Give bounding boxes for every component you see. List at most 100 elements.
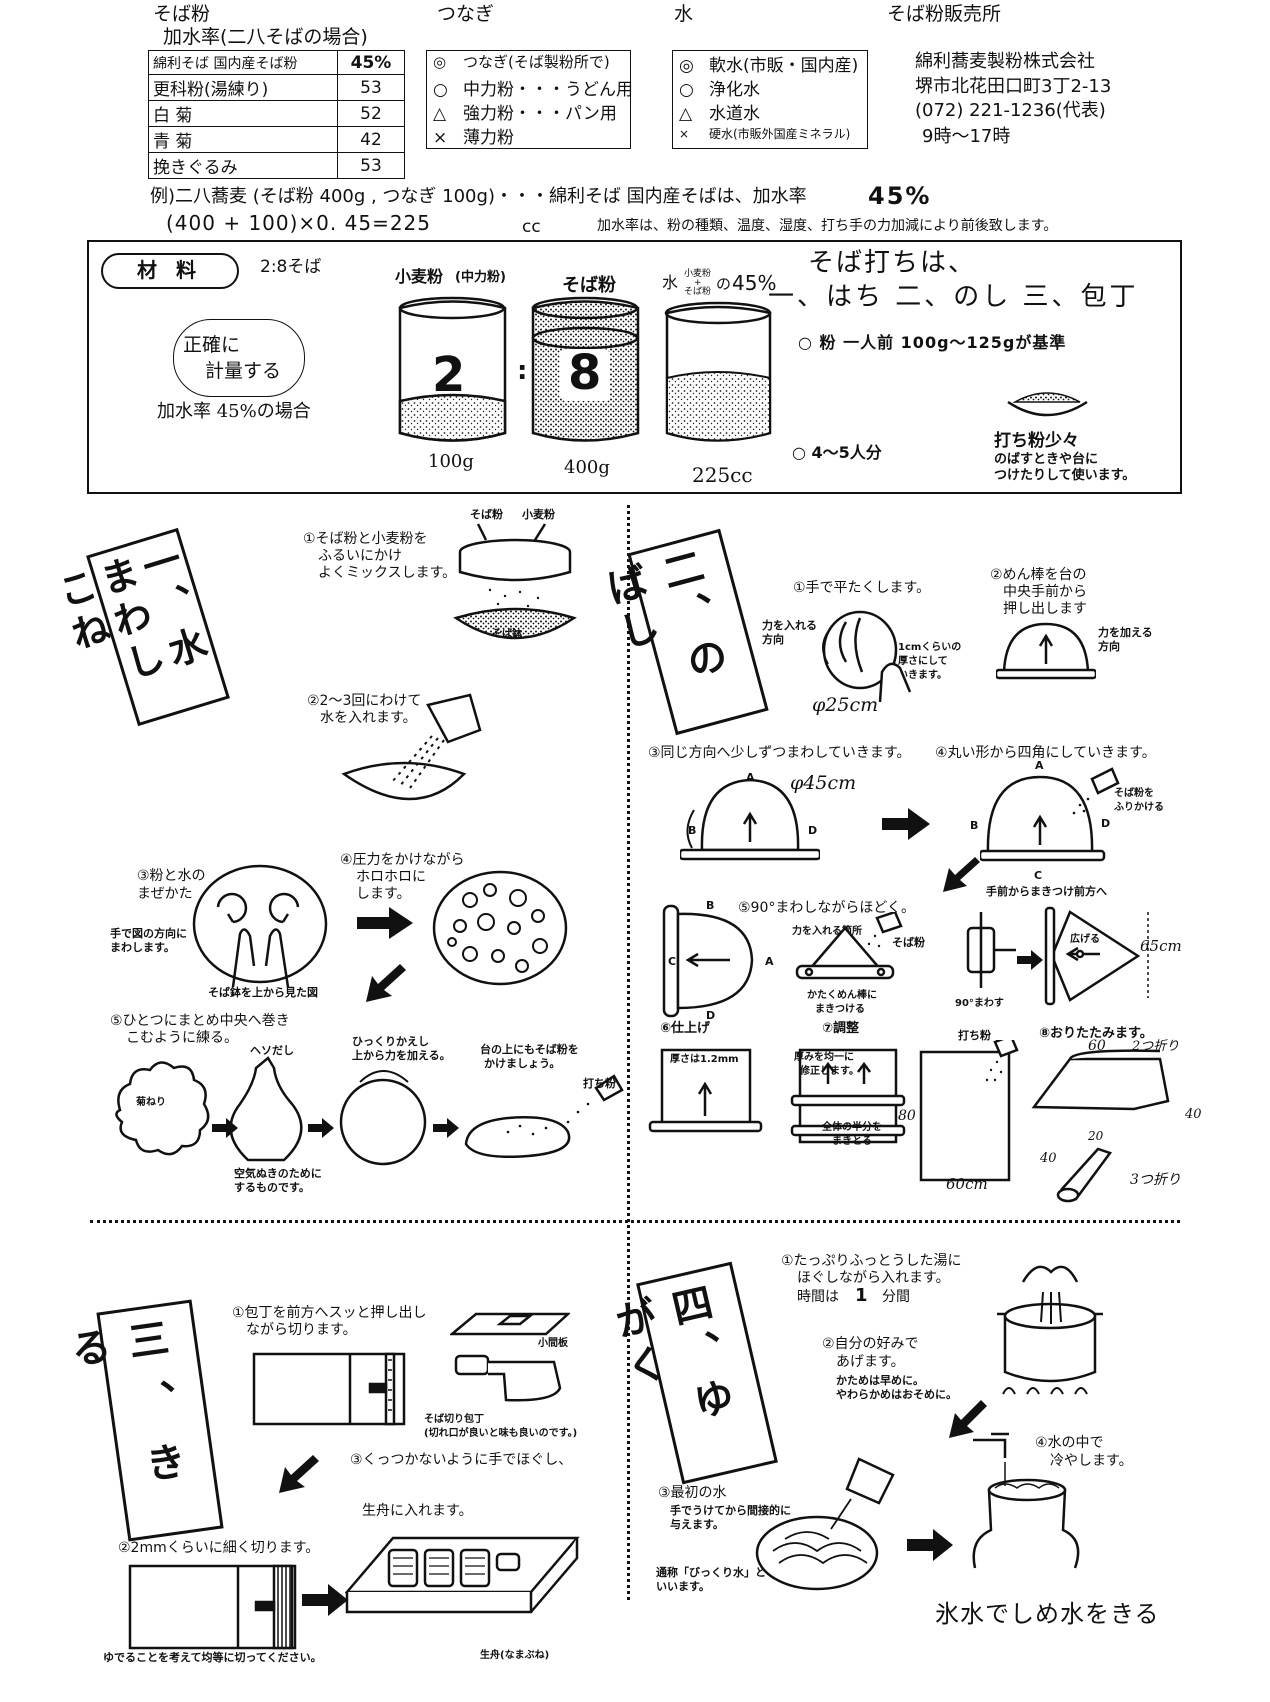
len65-label: 65cm xyxy=(1140,937,1182,955)
finish-sheet-illustration xyxy=(648,1048,763,1133)
namabune-label: 生舟(なまぶね) xyxy=(480,1650,550,1661)
fold-60: 60 xyxy=(1088,1038,1106,1054)
sec4-step2-c: かためは早めに。 xyxy=(836,1374,924,1387)
arrow-down-left-icon xyxy=(949,1400,987,1438)
fold-20: 20 xyxy=(1088,1129,1104,1143)
point-d2: D xyxy=(1101,817,1111,830)
adjust-2: 修正します。 xyxy=(800,1066,859,1077)
list-item: △強力粉・・・パン用 xyxy=(433,104,617,124)
sec3-step1-a: ①包丁を前方へスッと押し出し xyxy=(232,1305,427,1321)
sec2-step2-c: 押し出します xyxy=(1003,601,1087,617)
arrow-right-icon xyxy=(357,907,413,939)
dusting-label: 打ち粉少々 xyxy=(994,431,1079,451)
komaita-label: 小間板 xyxy=(538,1338,568,1349)
sec3-note: ゆでることを考えて均等に切ってください。 xyxy=(103,1651,322,1664)
uchiko-label-1: 打ち粉 xyxy=(583,1077,616,1090)
knife-label-2: (切れ口が良いと味も良いのです。) xyxy=(424,1428,578,1439)
point-a3: A xyxy=(765,955,774,968)
water-label: 水 xyxy=(662,273,679,292)
sec1-step2-a: ②2～3回にわけて xyxy=(307,693,422,709)
sec1-step4-b: ホロホロに xyxy=(356,869,426,885)
turn90-label: 90°まわす xyxy=(955,998,1004,1009)
flour-sub: (中力粉) xyxy=(455,270,506,285)
sec4-step3-d: 通称「びっくり水」と xyxy=(656,1566,766,1579)
len60-label: 60cm xyxy=(946,1175,988,1193)
point-c2: C xyxy=(1034,869,1043,882)
force-dir-2: 方向 xyxy=(762,633,784,646)
thick-final-label: 厚さは1.2mm xyxy=(670,1054,739,1065)
wrap-2: まきつける xyxy=(815,1004,865,1015)
point-d3: D xyxy=(706,1009,716,1022)
vertical-divider xyxy=(627,505,630,1600)
amount-flour: 100g xyxy=(428,451,474,472)
lbl-soba: そば粉 xyxy=(470,508,503,521)
sec4-banner: 四、ゆがく xyxy=(605,1261,778,1485)
soba-ko-label: そば粉 xyxy=(892,936,925,949)
sec3-step2: ②2mmくらいに細く切ります。 xyxy=(118,1540,320,1556)
rotate-dough-illustration xyxy=(680,778,820,861)
header-tsunagi: つなぎ xyxy=(437,3,495,25)
square-dough-illustration xyxy=(980,767,1120,862)
sec2-step5: ⑤90°まわしながらほどく。 xyxy=(738,900,915,916)
dia25-label: φ25cm xyxy=(812,694,879,716)
sheet-dust-illustration xyxy=(919,1040,1019,1182)
tsunagi-box: ◎つなぎ(そば製粉所で) ○中力粉・・・うどん用 △強力粉・・・パン用 ×薄力粉 xyxy=(426,50,633,149)
header-shop: そば粉販売所 xyxy=(887,3,1002,25)
sec3-step3-a: ③くっつかないように手でほぐし、 xyxy=(350,1452,573,1468)
handwritten-keiryo: 計量する xyxy=(205,360,282,382)
half-1: 全体の半分を xyxy=(822,1122,882,1133)
fine-cut-illustration xyxy=(128,1564,297,1650)
lbl-bowl: そば鉢 xyxy=(492,629,522,640)
dusting-note1: のばすときや台に xyxy=(994,452,1099,467)
handwritten-bubble xyxy=(173,319,305,397)
ratio-title: 加水率(二八そばの場合) xyxy=(163,26,368,48)
dia45-label: φ45cm xyxy=(790,772,857,794)
sec1-step1-a: ①そば粉と小麦粉を xyxy=(303,531,428,547)
servings-text: ○ 4～5人分 xyxy=(792,443,882,462)
table-row: 更科粉(湯練り)53 xyxy=(148,74,405,101)
first-water-illustration xyxy=(755,1457,895,1591)
rolling-pin-push-illustration xyxy=(996,622,1096,680)
sieve-illustration xyxy=(453,523,577,640)
half-2: まきとる xyxy=(832,1136,872,1147)
sec1-step5-f: かけましょう。 xyxy=(484,1057,561,1070)
portion-text: ○ 粉 一人前 100g～125gが基準 xyxy=(798,333,1067,352)
point-b: B xyxy=(688,824,697,837)
knife-label-1: そば切り包丁 xyxy=(424,1414,484,1425)
wrap-1: かたくめん棒に xyxy=(807,990,877,1001)
sec4-step4-a: ④水の中で xyxy=(1035,1435,1104,1451)
sec1-step5-a: ⑤ひとつにまとめ中央へ巻き xyxy=(110,1013,290,1029)
shop-hours: 9時～17時 xyxy=(922,126,1011,147)
thick-1: 1cmくらいの xyxy=(898,642,962,653)
example-line2: (400 + 100)×0. 45=225 xyxy=(166,211,432,235)
shop-phone: (072) 221-1236(代表) xyxy=(915,100,1106,121)
sec1-step3-e: そば鉢を上から見た図 xyxy=(208,986,318,999)
sec1-step2-b: 水を入れます。 xyxy=(320,710,417,726)
list-item: ×薄力粉 xyxy=(433,128,514,148)
sec1-step5-b: こむように練る。 xyxy=(126,1030,238,1046)
sec1-step4-a: ④圧力をかけながら xyxy=(340,852,465,868)
steps-line: 一、はち 二、のし 三、包丁 xyxy=(768,282,1139,312)
shop-address: 堺市北花田口町3丁2-13 xyxy=(915,76,1112,97)
sec2-step4: ④丸い形から四角にしていきます。 xyxy=(935,745,1156,761)
crumbs-illustration xyxy=(432,870,568,986)
mixing-bowl-topview xyxy=(192,864,328,988)
sec1-step3-d: まわします。 xyxy=(110,941,175,954)
point-d: D xyxy=(808,824,818,837)
sec3-banner: 三、きる xyxy=(62,1299,224,1542)
water-pct: 45% xyxy=(732,271,777,295)
sec4-step2-a: ②自分の好みで xyxy=(822,1336,919,1352)
namabune-illustration xyxy=(345,1536,580,1614)
fold-illustration xyxy=(1031,1049,1170,1203)
point-b3: B xyxy=(706,899,715,912)
header-mizu: 水 xyxy=(674,3,694,25)
arrow-right-icon xyxy=(1017,950,1043,970)
ingredients-ratio: 2:8そば xyxy=(260,257,322,277)
water-frac-bottom: そば粉 xyxy=(684,287,712,297)
sec4-step1-time: 1 xyxy=(855,1285,868,1306)
kneading-illustration xyxy=(115,1056,624,1166)
